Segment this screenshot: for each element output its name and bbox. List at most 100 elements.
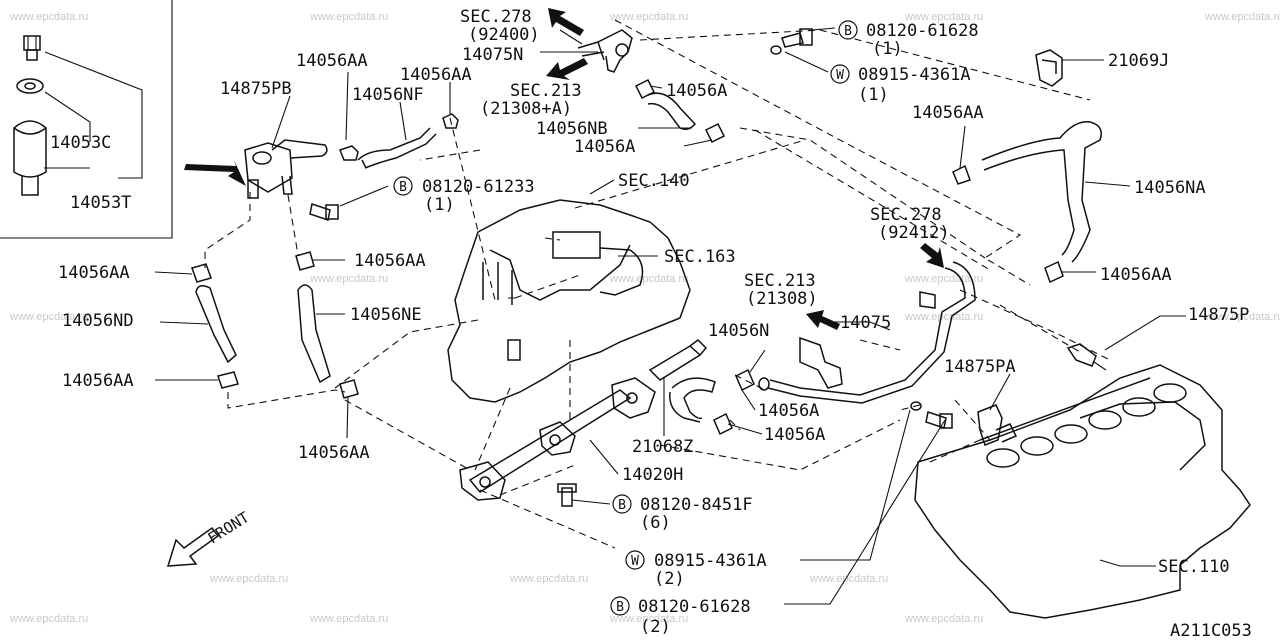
label-14056aa: 14056AA bbox=[296, 51, 368, 71]
label-14875p: 14875P bbox=[1188, 305, 1249, 325]
front-label: FRONT bbox=[205, 508, 253, 547]
label-sec110: SEC.110 bbox=[1158, 557, 1230, 577]
label-21068z: 21068Z bbox=[632, 437, 693, 457]
bolt-callout-letter: B bbox=[399, 180, 407, 195]
watermark: www.epcdata.ru bbox=[1204, 11, 1280, 23]
label-14056ne: 14056NE bbox=[350, 305, 422, 325]
arrow-icon bbox=[920, 243, 944, 268]
arrow-icon bbox=[184, 160, 246, 186]
bolt-callout-icon bbox=[610, 596, 630, 616]
label-14056aa: 14056AA bbox=[400, 65, 472, 85]
watermark: www.epcdata.ru bbox=[509, 573, 588, 585]
watermark: www.epcdata.ru bbox=[609, 613, 688, 625]
hose-clamp-icon bbox=[634, 78, 656, 100]
arrow-icon bbox=[546, 58, 588, 80]
label-14056n: 14056N bbox=[708, 321, 769, 341]
bolt-callout-icon bbox=[612, 494, 632, 514]
label-14056aa: 14056AA bbox=[298, 443, 370, 463]
connector-14875pa bbox=[977, 404, 1018, 446]
diagram-id: A211C053 bbox=[1170, 621, 1252, 640]
watermark: www.epcdata.ru bbox=[309, 11, 388, 23]
front-arrow-icon bbox=[166, 526, 220, 567]
hose-14056ne bbox=[297, 284, 331, 384]
watermark: www.epcdata.ru bbox=[309, 273, 388, 285]
label-sec278-mid-sub: (92412) bbox=[878, 223, 950, 243]
label-14056aa: 14056AA bbox=[1100, 265, 1172, 285]
label-bolt-08120-61628: 08120-61628 bbox=[638, 597, 751, 617]
watermark: www.epcdata.ru bbox=[904, 11, 983, 23]
label-14056aa: 14056AA bbox=[354, 251, 426, 271]
label-sec163: SEC.163 bbox=[664, 247, 736, 267]
intake-manifold-sec140 bbox=[447, 199, 691, 403]
pipe-14075 bbox=[758, 261, 976, 404]
valve-21068z bbox=[648, 339, 708, 381]
part-label-14053t: 14053T bbox=[70, 193, 131, 213]
dashed-guides bbox=[204, 19, 1111, 549]
hose-clamp-icon bbox=[1044, 260, 1064, 284]
label-14056nd: 14056ND bbox=[62, 311, 134, 331]
vacuum-tank-14875pb bbox=[244, 139, 328, 199]
watermark: www.epcdata.ru bbox=[904, 613, 983, 625]
valve-assembly-14020h bbox=[459, 377, 656, 501]
hose-14056na bbox=[981, 121, 1102, 263]
watermark: www.epcdata.ru bbox=[904, 311, 983, 323]
hose-clamp-icon bbox=[339, 113, 459, 161]
label-bolt-qty: (1) bbox=[424, 195, 455, 215]
pipe-14075n bbox=[577, 29, 633, 73]
filter-canister-icon bbox=[13, 120, 47, 196]
watermark-group: www.epcdata.ru www.epcdata.ru www.epcdat… bbox=[9, 11, 1280, 625]
watermark: www.epcdata.ru bbox=[9, 11, 88, 23]
watermark: www.epcdata.ru bbox=[9, 613, 88, 625]
hose-clamp-icon bbox=[217, 371, 239, 389]
hose-14056nf bbox=[357, 127, 431, 161]
leader-lines bbox=[154, 27, 1186, 605]
inset-panel: 14053C 14053T bbox=[0, 0, 173, 239]
hose-clamp-icon bbox=[339, 379, 359, 399]
watermark: www.epcdata.ru bbox=[609, 273, 688, 285]
label-sec278-top-sub: (92400) bbox=[468, 25, 540, 45]
label-14056nb: 14056NB bbox=[536, 119, 608, 139]
hose-14056nb bbox=[647, 92, 697, 131]
label-sec213-mid: SEC.213 bbox=[744, 271, 816, 291]
label-14020h: 14020H bbox=[622, 465, 683, 485]
washer-icon bbox=[910, 401, 922, 411]
label-bolt-qty: (2) bbox=[640, 617, 671, 637]
bracket-icon bbox=[799, 336, 843, 389]
label-bolt-08120-61628: 08120-61628 bbox=[866, 21, 979, 41]
washer-callout-icon bbox=[625, 550, 645, 570]
watermark: www.epcdata.ru bbox=[9, 311, 88, 323]
bolt-callout-letter: B bbox=[616, 600, 624, 615]
label-14056aa: 14056AA bbox=[62, 371, 134, 391]
label-sec278-top: SEC.278 bbox=[460, 7, 532, 27]
label-washer-qty: (1) bbox=[858, 85, 889, 105]
callout-symbols: B W B B W B bbox=[393, 20, 858, 616]
label-14056na: 14056NA bbox=[1134, 178, 1206, 198]
label-sec213-top-sub: (21308+A) bbox=[480, 99, 572, 119]
label-washer-08915-4361a: 08915-4361A bbox=[858, 65, 971, 85]
hose-clamp-icon bbox=[704, 122, 726, 144]
direction-arrows bbox=[184, 8, 944, 330]
label-14056aa: 14056AA bbox=[58, 263, 130, 283]
label-washer-qty: (2) bbox=[654, 569, 685, 589]
bolt-callout-icon bbox=[393, 176, 413, 196]
clip-21069j bbox=[1035, 49, 1063, 87]
bolt-icon bbox=[925, 411, 953, 429]
front-direction-indicator: FRONT bbox=[166, 508, 253, 567]
label-sec213-mid-sub: (21308) bbox=[746, 289, 818, 309]
label-14075n: 14075N bbox=[462, 45, 523, 65]
hose-clamp-icon bbox=[713, 412, 733, 436]
washer-icon bbox=[770, 45, 782, 55]
label-14056a: 14056A bbox=[758, 401, 819, 421]
hose-clamp-icon bbox=[735, 368, 755, 392]
label-14056a: 14056A bbox=[574, 137, 635, 157]
bolt-icon bbox=[309, 203, 339, 221]
arrow-icon bbox=[548, 8, 584, 36]
label-21069j: 21069J bbox=[1108, 51, 1169, 71]
part-labels: SEC.278 (92400) 14075N 14056AA 14056AA 1… bbox=[58, 7, 1252, 640]
cylinder-head-sec110 bbox=[914, 364, 1251, 619]
bolt-callout-letter: B bbox=[618, 498, 626, 513]
bolt-callout-letter: B bbox=[844, 24, 852, 39]
label-sec213-top: SEC.213 bbox=[510, 81, 582, 101]
